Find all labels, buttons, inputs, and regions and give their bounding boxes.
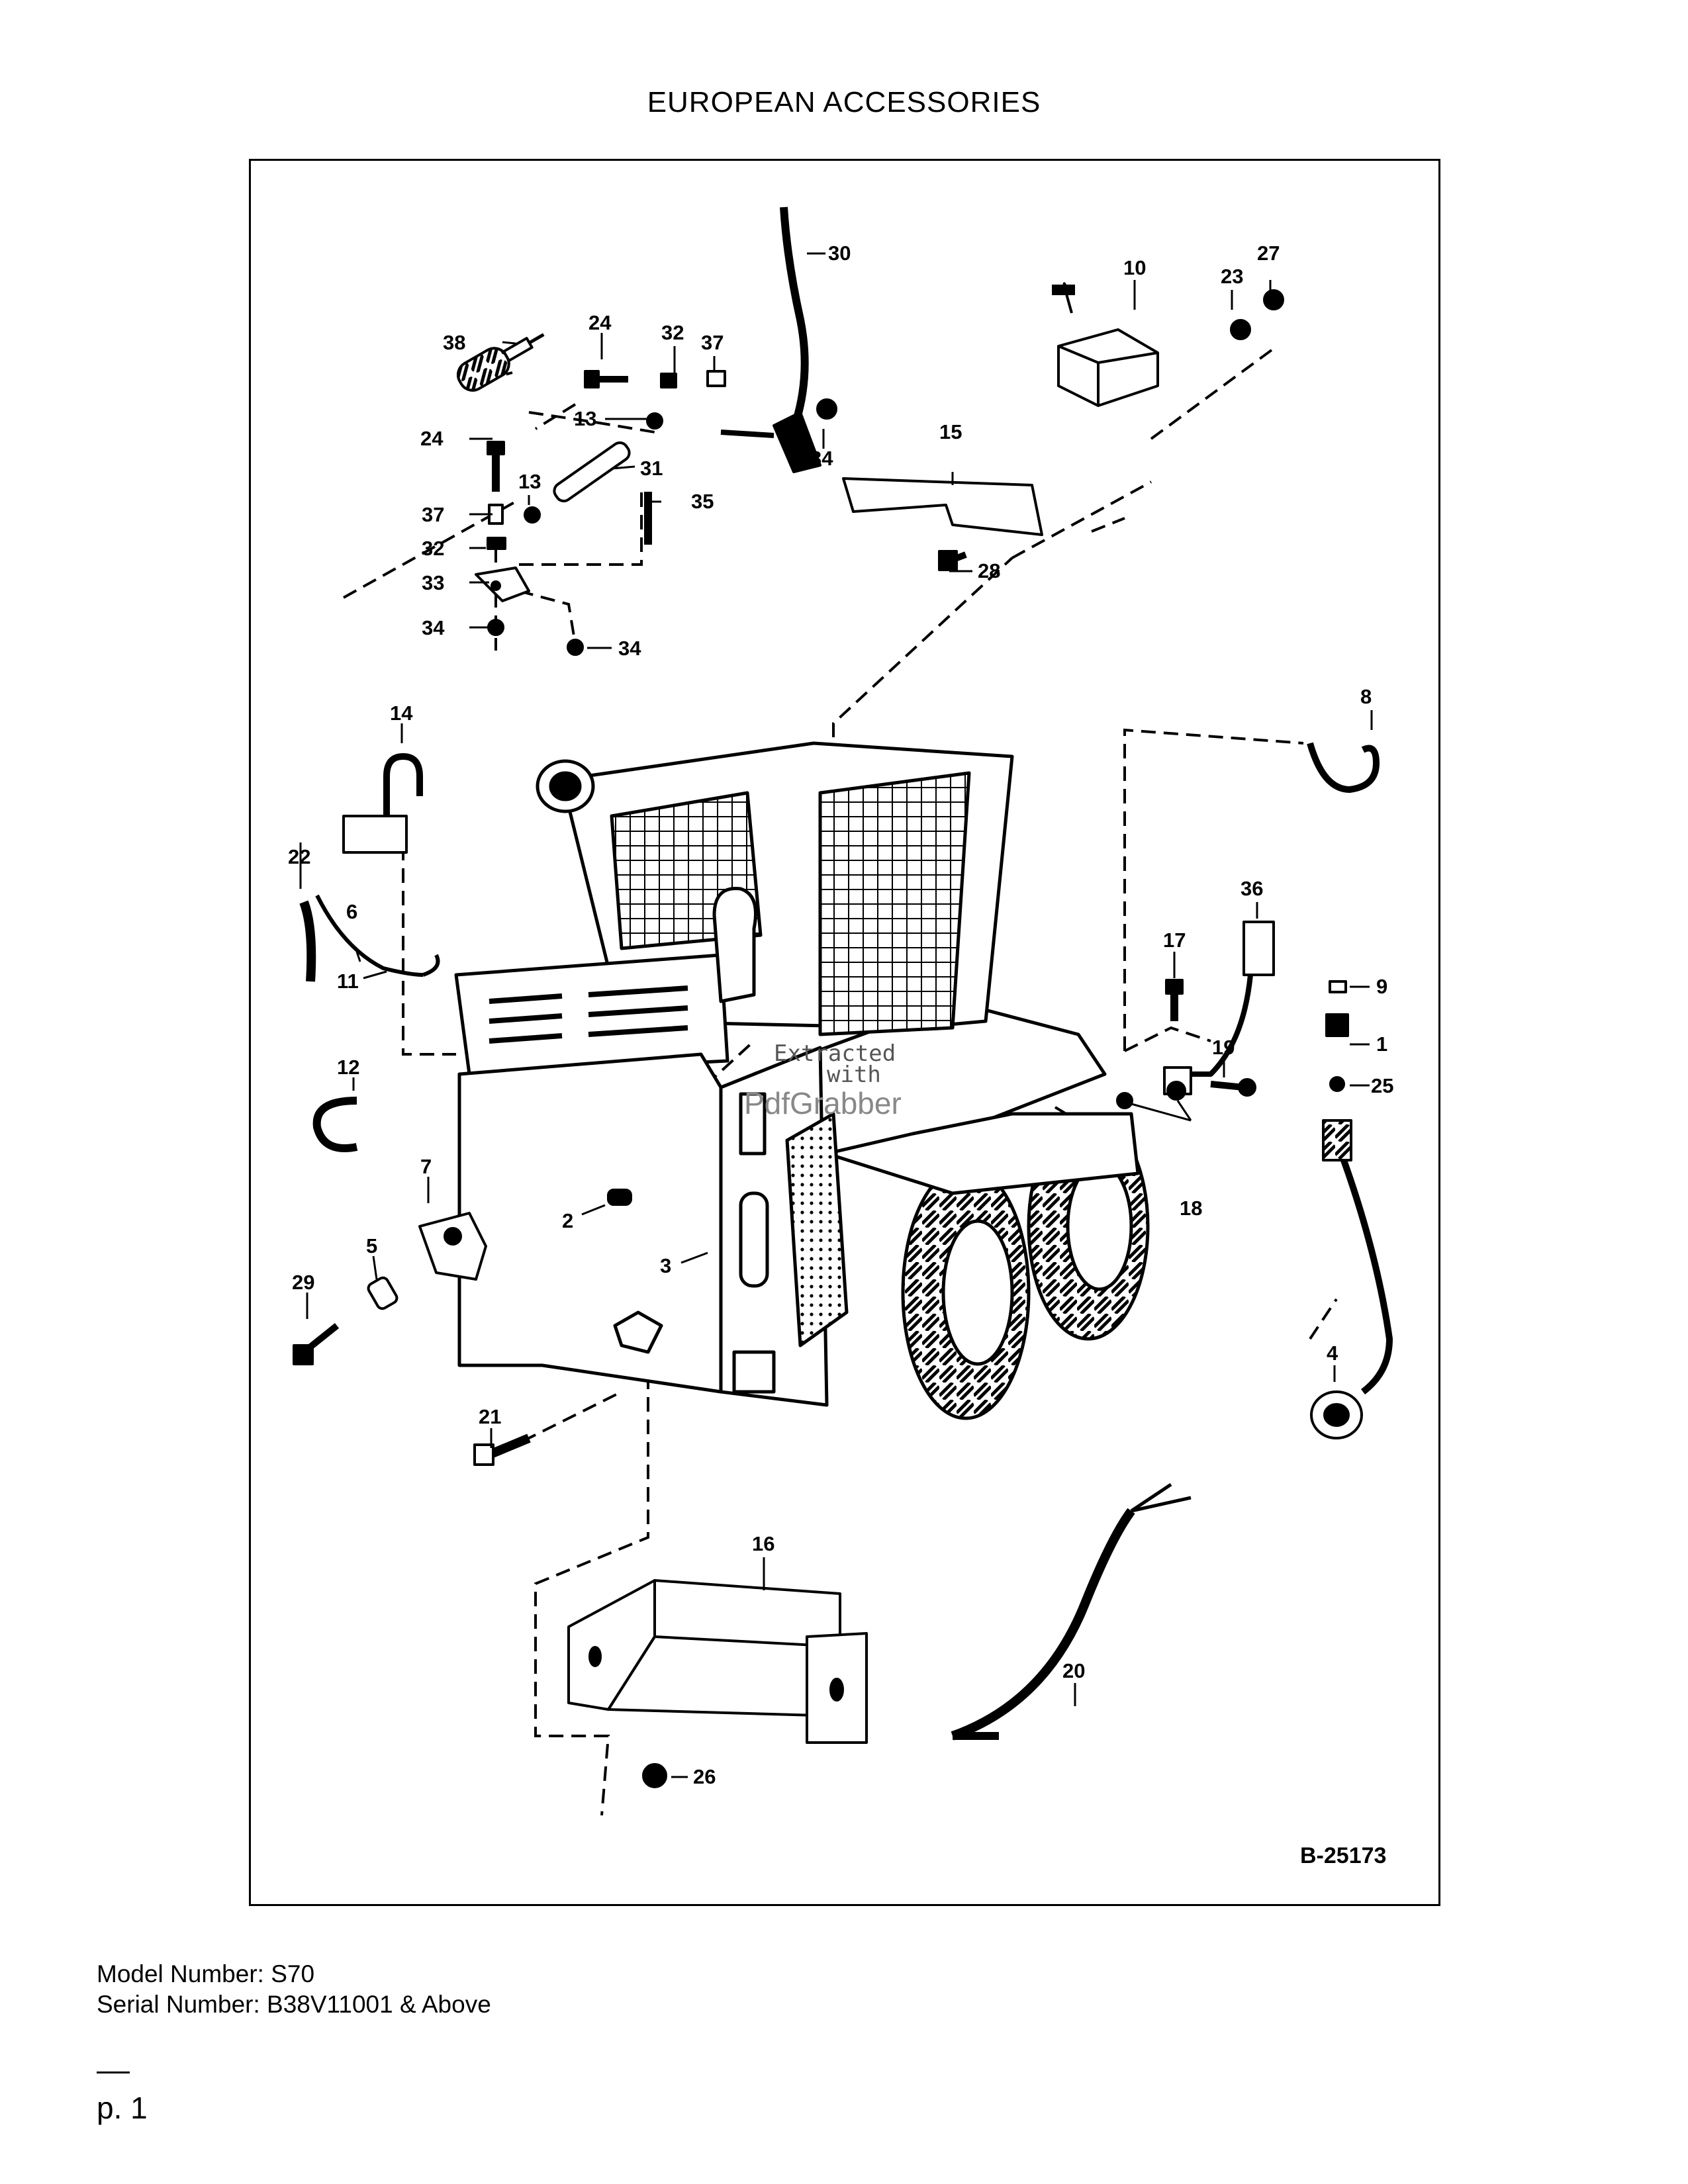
callout-38: 38 [443, 331, 465, 354]
callout-28: 28 [978, 559, 1000, 582]
clip-12 [312, 1097, 358, 1152]
callout-3: 3 [660, 1254, 671, 1277]
battery-box-16 [567, 1579, 868, 1744]
callout-4: 4 [1327, 1342, 1338, 1365]
callout-35: 35 [691, 490, 714, 513]
callout-1: 1 [1376, 1032, 1387, 1056]
callout-17: 17 [1163, 929, 1186, 952]
leader-lines [299, 252, 1373, 1778]
serial-number: Serial Number: B38V11001 & Above [97, 1991, 491, 2018]
plate-33 [475, 567, 530, 602]
callout-34-left: 34 [422, 616, 445, 639]
watermark-line-1: Extracted [774, 1040, 896, 1067]
pedal-36 [1163, 921, 1275, 1095]
rear-chassis [457, 1052, 723, 1394]
callout-5: 5 [366, 1234, 377, 1257]
beacon-cable-8 [1307, 742, 1380, 793]
page-title: EUROPEAN ACCESSORIES [647, 86, 1041, 118]
page-number: p. 1 [97, 2091, 148, 2125]
callout-12: 12 [337, 1056, 359, 1079]
callout-19: 19 [1212, 1036, 1235, 1059]
callout-7: 7 [420, 1155, 432, 1178]
figure-id: B-25173 [1300, 1843, 1386, 1868]
parts [293, 206, 1393, 1788]
cable-22 [299, 900, 316, 982]
padlock-14 [342, 753, 423, 854]
callout-29: 29 [292, 1271, 314, 1294]
callout-27: 27 [1257, 242, 1280, 265]
parts-diagram-drawing: 30 10 23 27 38 24 32 37 13 24 13 31 35 3… [288, 206, 1393, 1868]
callout-32-top: 32 [661, 321, 684, 344]
callout-37-left: 37 [422, 503, 444, 526]
callout-6: 6 [346, 900, 357, 923]
callout-8: 8 [1360, 685, 1372, 708]
callout-33: 33 [422, 571, 444, 594]
callout-10: 10 [1123, 256, 1146, 279]
callout-9: 9 [1376, 975, 1387, 998]
callout-26: 26 [693, 1765, 716, 1788]
pdf-watermark: Extracted with PdfGrabber [744, 1040, 902, 1120]
callout-37-top: 37 [701, 331, 724, 354]
callout-24-left: 24 [420, 427, 444, 450]
page-number-rule [97, 2071, 130, 2073]
callout-30: 30 [828, 242, 851, 265]
callout-24-top: 24 [588, 311, 612, 334]
callout-34-bottom: 34 [618, 637, 641, 660]
callout-36: 36 [1241, 877, 1263, 900]
callout-14: 14 [390, 702, 413, 725]
cable-20 [951, 1508, 1135, 1741]
callout-13-top: 13 [574, 407, 596, 430]
callout-32-left: 32 [422, 537, 444, 560]
callout-16: 16 [752, 1532, 774, 1555]
cylinder-38 [457, 333, 545, 392]
callout-13-left: 13 [518, 470, 541, 493]
latch-7 [418, 1212, 487, 1281]
callout-23: 23 [1221, 265, 1243, 288]
bolt-21 [487, 1433, 531, 1459]
watermark-line-3: PdfGrabber [744, 1086, 902, 1120]
connector-cable-4 [1333, 1139, 1393, 1394]
callout-21: 21 [479, 1405, 501, 1428]
lever-rod-30 [780, 206, 809, 447]
callout-11: 11 [337, 970, 359, 993]
callout-25: 25 [1371, 1074, 1393, 1097]
cab-side-screen [818, 771, 971, 1036]
callouts: 30 10 23 27 38 24 32 37 13 24 13 31 35 3… [288, 242, 1393, 1788]
callout-15: 15 [939, 420, 962, 443]
parts-diagram: 30 10 23 27 38 24 32 37 13 24 13 31 35 3… [249, 159, 1440, 1906]
callout-31: 31 [640, 457, 663, 480]
callout-20: 20 [1062, 1659, 1085, 1682]
callout-2: 2 [562, 1209, 573, 1232]
model-number: Model Number: S70 [97, 1960, 315, 1987]
callout-18: 18 [1180, 1197, 1202, 1220]
callout-22: 22 [288, 845, 310, 868]
callout-34-right: 34 [810, 447, 833, 470]
relay-10 [1052, 282, 1159, 407]
skid-steer-loader [454, 741, 1150, 1420]
bracket-15 [842, 477, 1043, 536]
spacer-5 [367, 1276, 399, 1310]
watermark-line-2: with [827, 1062, 881, 1088]
rod-31 [553, 441, 631, 503]
